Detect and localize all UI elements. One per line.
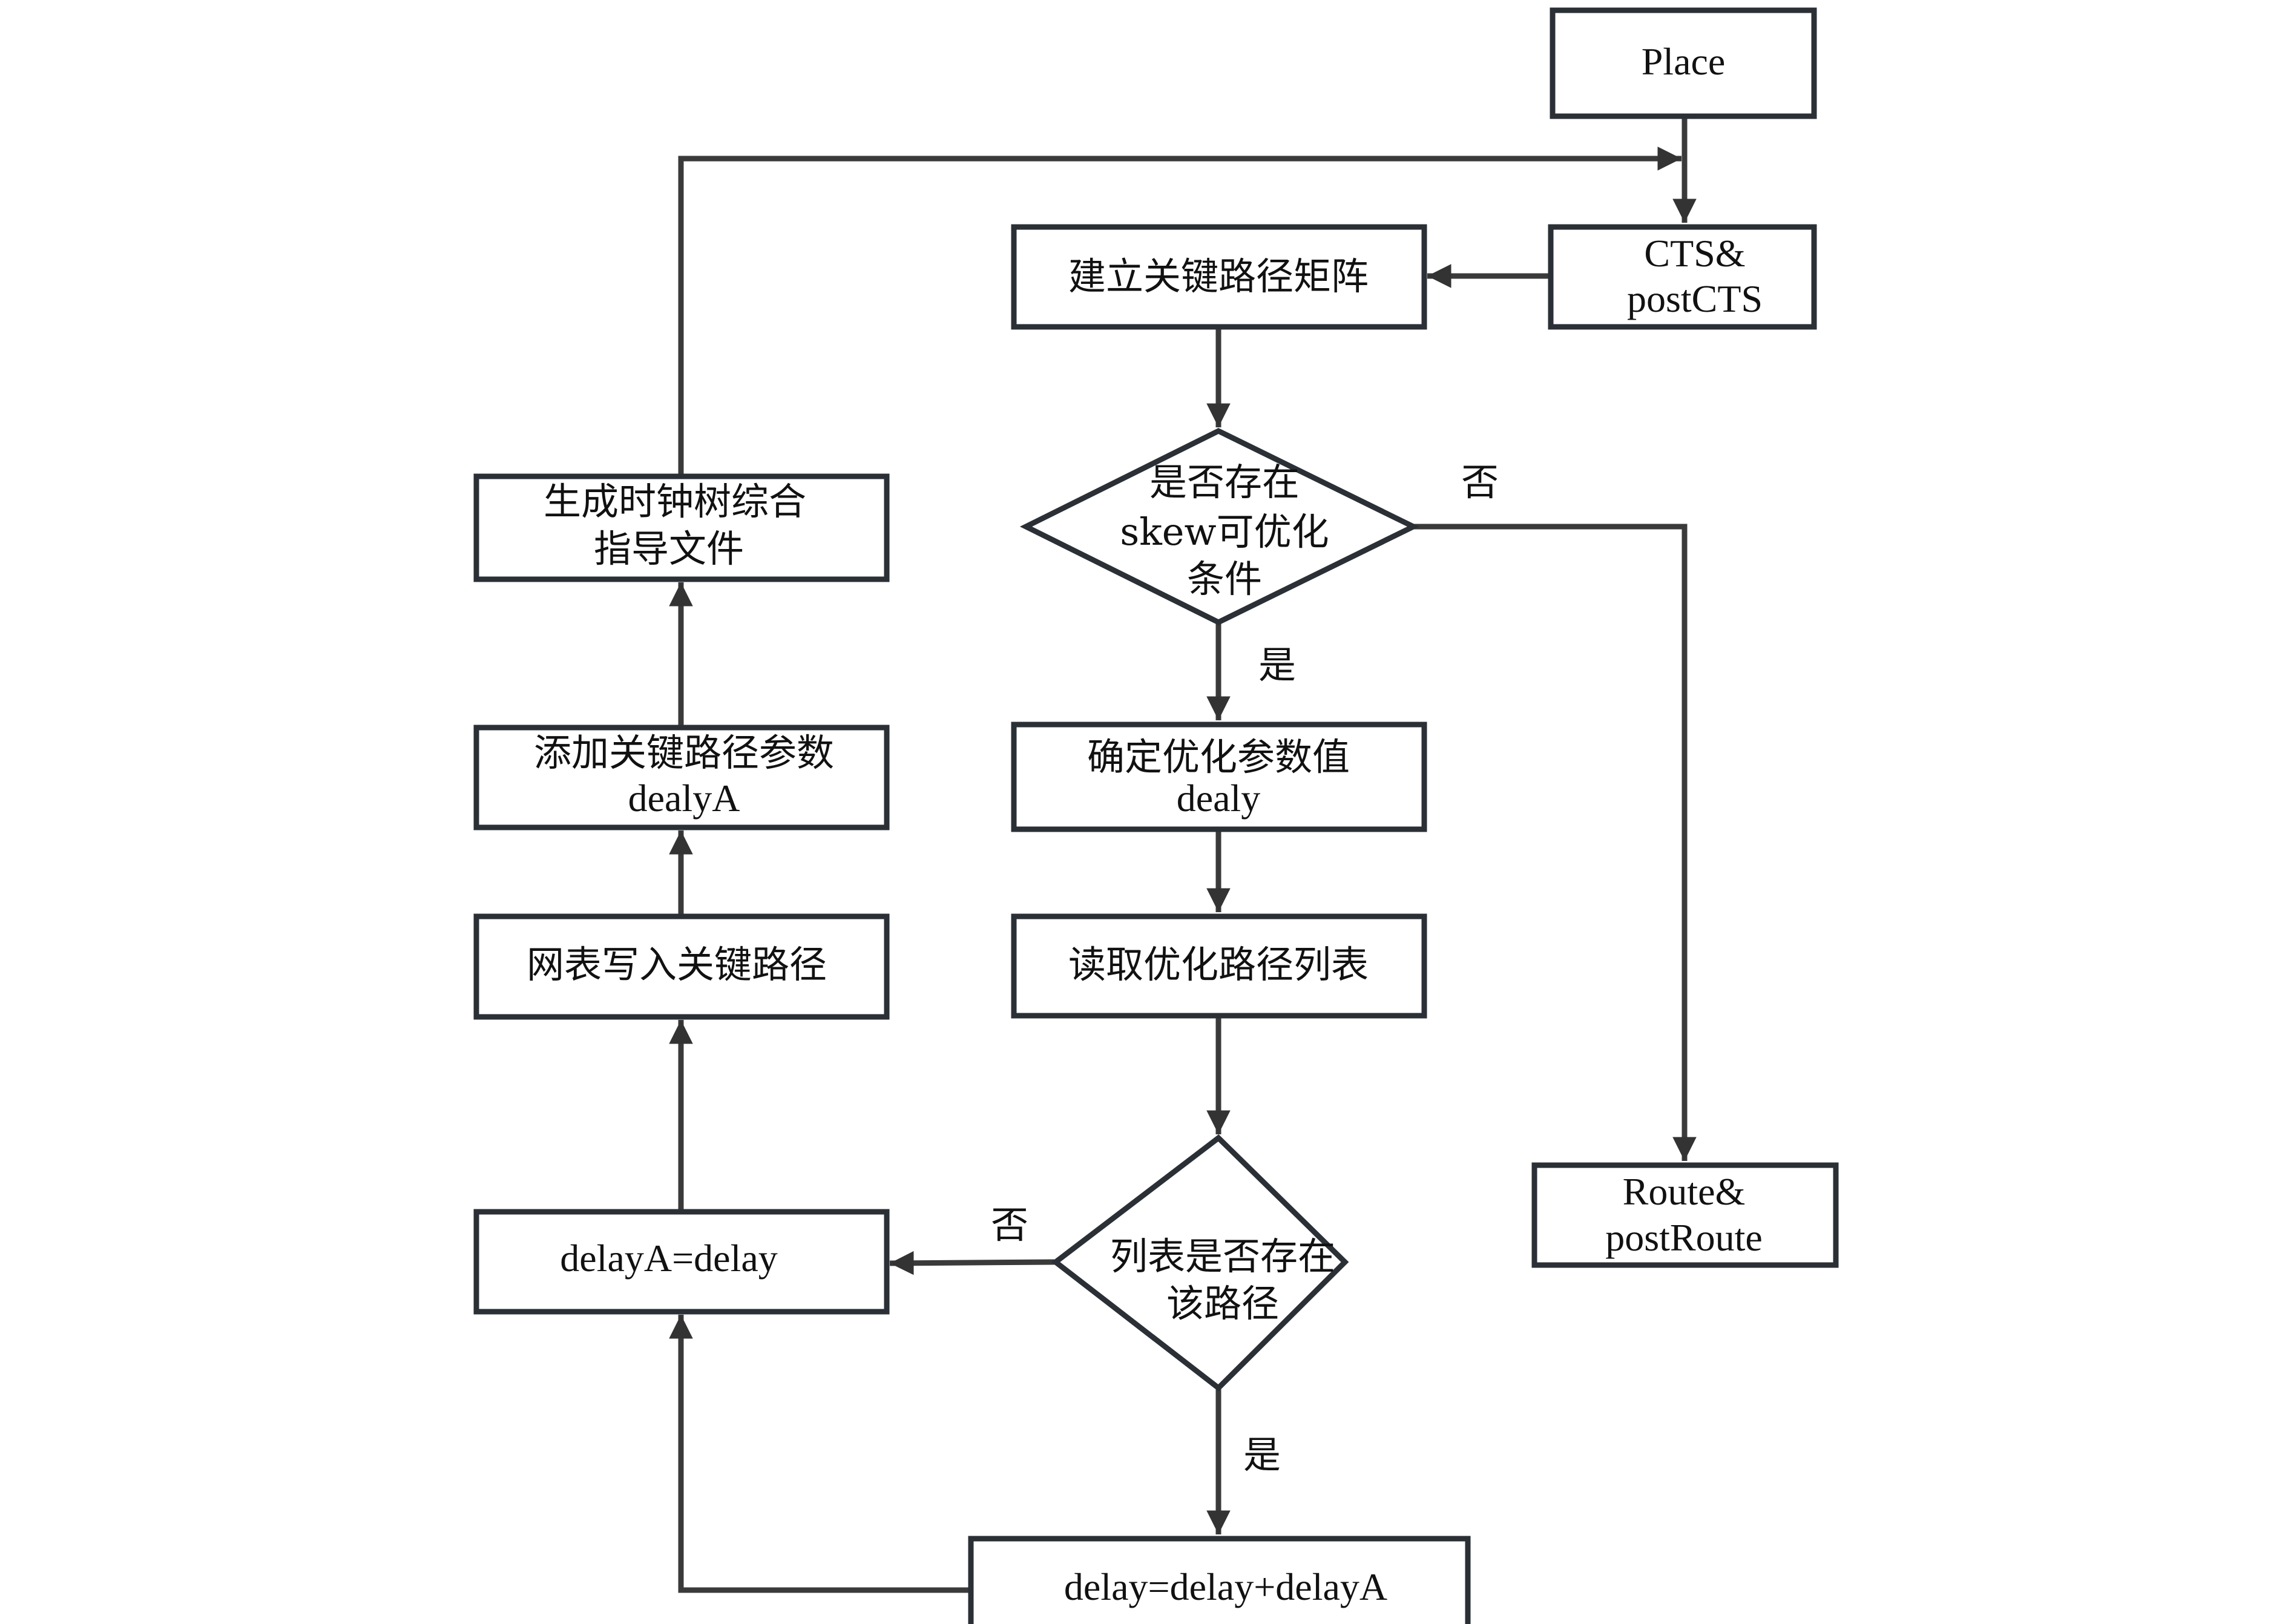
node-delay-add[interactable]: delay=delay+delayA: [968, 1536, 1471, 1624]
node-determine-param-line2: dealy: [1177, 777, 1261, 820]
node-cts-label-line1: CTS&: [1644, 232, 1745, 275]
node-gen-guide-line1: 生成时钟树综合: [544, 479, 806, 524]
node-netlist-write[interactable]: 网表写入关键路径: [473, 913, 890, 1020]
node-path-check[interactable]: 列表是否存在 该路径: [1051, 1134, 1349, 1392]
edge-skew-check-to-route: [1413, 524, 1697, 1161]
node-netlist-write-label: 网表写入关键路径: [527, 942, 827, 987]
node-add-param-line1: 添加关键路径参数: [534, 731, 834, 775]
node-skew-check-line1: 是否存在: [1149, 460, 1300, 504]
node-build-matrix-label: 建立关键路径矩阵: [1068, 254, 1369, 298]
node-read-list-label: 读取优化路径列表: [1068, 942, 1369, 987]
node-determine-param-line1: 确定优化参数值: [1087, 735, 1350, 779]
edge-path-check-to-delayA-assign: [889, 1251, 1055, 1275]
node-delayA-assign-label: delayA=delay: [560, 1237, 778, 1280]
node-route-line2: postRoute: [1605, 1216, 1763, 1259]
node-determine-param[interactable]: 确定优化参数值 dealy: [1011, 722, 1427, 832]
node-gen-guide[interactable]: 生成时钟树综合 指导文件: [473, 473, 890, 582]
node-route-line1: Route&: [1623, 1170, 1746, 1213]
node-cts[interactable]: CTS& postCTS: [1548, 224, 1817, 330]
edge-label-path-yes: 是: [1243, 1433, 1281, 1477]
node-place[interactable]: Place: [1550, 7, 1817, 119]
edge-gen-guide-to-cts: [678, 146, 1681, 475]
node-delayA-assign[interactable]: delayA=delay: [473, 1209, 890, 1315]
node-cts-label-line2: postCTS: [1627, 277, 1763, 320]
node-skew-check-line3: 条件: [1187, 557, 1262, 601]
edges: [669, 116, 1697, 1593]
node-path-check-line1: 列表是否存在: [1110, 1234, 1335, 1278]
node-read-list[interactable]: 读取优化路径列表: [1011, 913, 1427, 1019]
node-build-matrix[interactable]: 建立关键路径矩阵: [1011, 224, 1427, 330]
node-path-check-line2: 该路径: [1166, 1281, 1279, 1326]
edge-label-skew-yes: 是: [1258, 643, 1296, 687]
node-place-label: Place: [1642, 40, 1726, 83]
node-route[interactable]: Route& postRoute: [1531, 1162, 1839, 1268]
edge-label-path-no: 否: [991, 1203, 1028, 1247]
node-add-param[interactable]: 添加关键路径参数 dealyA: [473, 725, 890, 830]
edge-label-skew-no: 否: [1461, 460, 1499, 504]
node-skew-check-line2: skew可优化: [1120, 510, 1329, 554]
node-skew-check[interactable]: 是否存在 skew可优化 条件: [1019, 427, 1420, 626]
node-delay-add-label: delay=delay+delayA: [1064, 1565, 1387, 1608]
node-gen-guide-line2: 指导文件: [594, 527, 744, 571]
edge-delay-add-to-delayA-assign: [669, 1315, 970, 1593]
node-add-param-line2: dealyA: [628, 777, 740, 820]
